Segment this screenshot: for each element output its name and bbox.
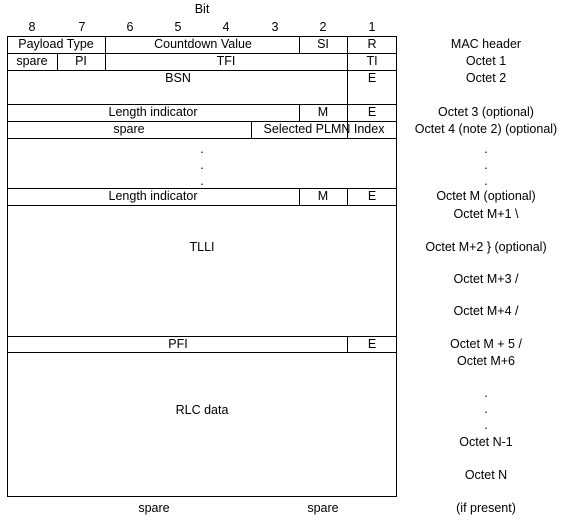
grid-line xyxy=(299,104,300,121)
e-field: E xyxy=(367,189,377,203)
length-indicator-field: Length indicator xyxy=(108,105,198,119)
ellipsis-dot: . xyxy=(484,402,488,416)
octet-label: Octet M+6 xyxy=(456,354,516,368)
octet-label: Octet M + 5 / xyxy=(450,337,522,351)
grid-line xyxy=(347,188,348,205)
grid-line xyxy=(251,121,252,138)
ellipsis-dot: . xyxy=(484,386,488,400)
spare-label: spare xyxy=(138,501,170,515)
octet-label: Octet M+2 } (optional) xyxy=(425,240,547,254)
ellipsis-dot: . xyxy=(200,142,204,156)
e-field: E xyxy=(367,337,377,351)
spare-field: spare xyxy=(113,122,145,136)
grid-line xyxy=(7,205,397,206)
grid-line xyxy=(7,36,397,37)
octet-label: Octet M+4 / xyxy=(453,304,519,318)
octet-label: (if present) xyxy=(456,501,516,515)
grid-line xyxy=(105,53,106,70)
ellipsis-dot: . xyxy=(484,418,488,432)
bit-number-5: 5 xyxy=(174,20,182,34)
ellipsis-dot: . xyxy=(484,174,488,188)
e-field: E xyxy=(367,105,377,119)
pfi-field: PFI xyxy=(168,337,188,351)
e-field: E xyxy=(367,71,377,85)
octet-label: Octet 4 (note 2) (optional) xyxy=(414,122,558,136)
countdown-value-field: Countdown Value xyxy=(154,37,252,51)
ellipsis-dot: . xyxy=(200,174,204,188)
bit-number-8: 8 xyxy=(28,20,36,34)
r-field: R xyxy=(367,37,377,51)
bsn-field: BSN xyxy=(165,71,191,85)
ellipsis-dot: . xyxy=(484,158,488,172)
octet-label: Octet N-1 xyxy=(459,435,513,449)
grid-line xyxy=(347,36,348,138)
grid-line xyxy=(7,336,397,337)
octet-label: Octet 3 (optional) xyxy=(438,105,534,119)
grid-line xyxy=(7,352,397,353)
octet-label: Octet M+1 \ xyxy=(453,207,519,221)
rlc-data-field: RLC data xyxy=(175,403,229,417)
bit-label: Bit xyxy=(194,2,210,16)
spare-field: spare xyxy=(16,54,48,68)
tlli-field: TLLI xyxy=(189,240,215,254)
octet-label: Octet M+3 / xyxy=(453,272,519,286)
grid-line xyxy=(105,36,106,53)
grid-line xyxy=(7,496,397,497)
spare-label: spare xyxy=(307,501,339,515)
length-indicator-field: Length indicator xyxy=(108,189,198,203)
ellipsis-dot: . xyxy=(200,158,204,172)
grid-line xyxy=(299,188,300,205)
grid-line xyxy=(299,36,300,53)
octet-label: Octet 1 xyxy=(465,54,507,68)
tfi-field: TFI xyxy=(216,54,236,68)
m-field: M xyxy=(317,105,329,119)
grid-line xyxy=(7,36,8,496)
ellipsis-dot: . xyxy=(484,142,488,156)
grid-line xyxy=(7,121,397,122)
bit-number-2: 2 xyxy=(319,20,327,34)
grid-line xyxy=(347,336,348,352)
grid-line xyxy=(7,188,397,189)
payload-type-field: Payload Type xyxy=(18,37,94,51)
bit-number-4: 4 xyxy=(222,20,230,34)
si-field: SI xyxy=(317,37,329,51)
grid-line xyxy=(7,138,397,139)
selected-plmn-index-field: Selected PLMN Index xyxy=(263,122,385,136)
grid-line xyxy=(7,53,397,54)
octet-label: Octet M (optional) xyxy=(436,189,536,203)
bit-number-6: 6 xyxy=(126,20,134,34)
ti-field: TI xyxy=(366,54,378,68)
bit-number-7: 7 xyxy=(78,20,86,34)
octet-label: Octet N xyxy=(464,468,508,482)
m-field: M xyxy=(317,189,329,203)
grid-line xyxy=(396,36,397,496)
octet-label: MAC header xyxy=(450,37,522,51)
grid-line xyxy=(7,104,397,105)
pi-field: PI xyxy=(75,54,87,68)
bit-number-3: 3 xyxy=(271,20,279,34)
grid-line xyxy=(7,70,397,71)
grid-line xyxy=(57,53,58,70)
octet-label: Octet 2 xyxy=(465,71,507,85)
bit-number-1: 1 xyxy=(368,20,376,34)
